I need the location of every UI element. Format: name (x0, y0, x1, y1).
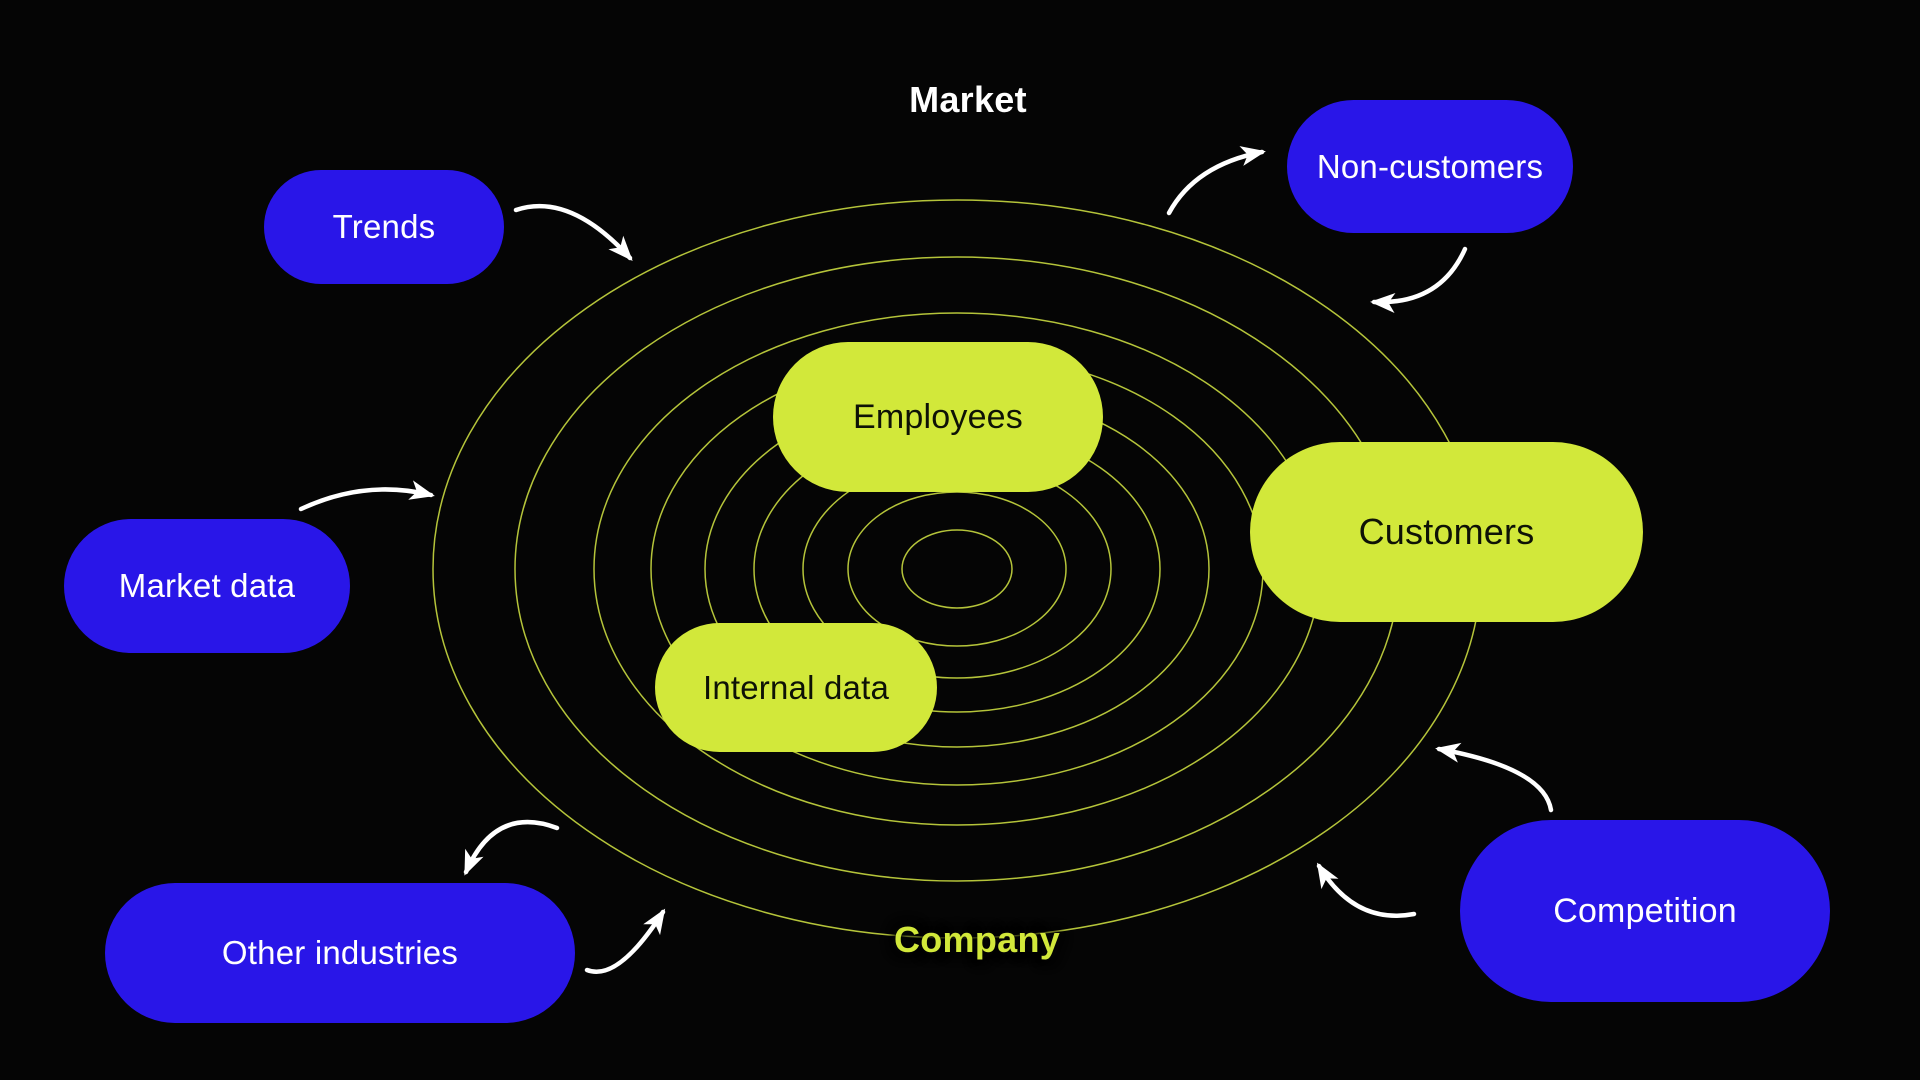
node-label-other-industries: Other industries (221, 934, 459, 971)
node-non-customers: Non-customers (1287, 100, 1573, 233)
arrow-non-customers-to-market (1370, 246, 1468, 313)
node-label-employees: Employees (853, 397, 1023, 436)
node-market-data: Market data (64, 519, 350, 653)
flow-arrows (298, 146, 1554, 974)
node-label-trends: Trends (332, 208, 436, 245)
company-zone-label: Company (893, 919, 1061, 960)
ring-ellipse (901, 529, 1013, 609)
arrow-competition-to-market-lower (1316, 862, 1417, 918)
node-employees: Employees (773, 342, 1103, 492)
node-label-market-data: Market data (118, 567, 296, 604)
node-other-industries: Other industries (105, 883, 575, 1023)
arrow-competition-to-market-upper (1435, 742, 1554, 813)
arrow-trends-to-market (513, 204, 633, 261)
arrow-market-to-non-customers (1166, 146, 1266, 216)
ring-ellipse (847, 491, 1067, 647)
node-trends: Trends (264, 170, 504, 284)
node-competition: Competition (1460, 820, 1830, 1002)
node-label-competition: Competition (1553, 891, 1737, 930)
node-label-customers: Customers (1358, 511, 1535, 552)
node-label-non-customers: Non-customers (1316, 147, 1544, 185)
arrow-other-industries-to-market (584, 908, 666, 974)
market-zone-label: Market (909, 79, 1027, 120)
arrow-market-to-other-industries (463, 819, 560, 876)
arrow-market-data-to-market (298, 480, 435, 512)
node-label-internal-data: Internal data (702, 668, 890, 706)
node-customers: Customers (1250, 442, 1643, 622)
node-internal-data: Internal data (655, 623, 937, 752)
